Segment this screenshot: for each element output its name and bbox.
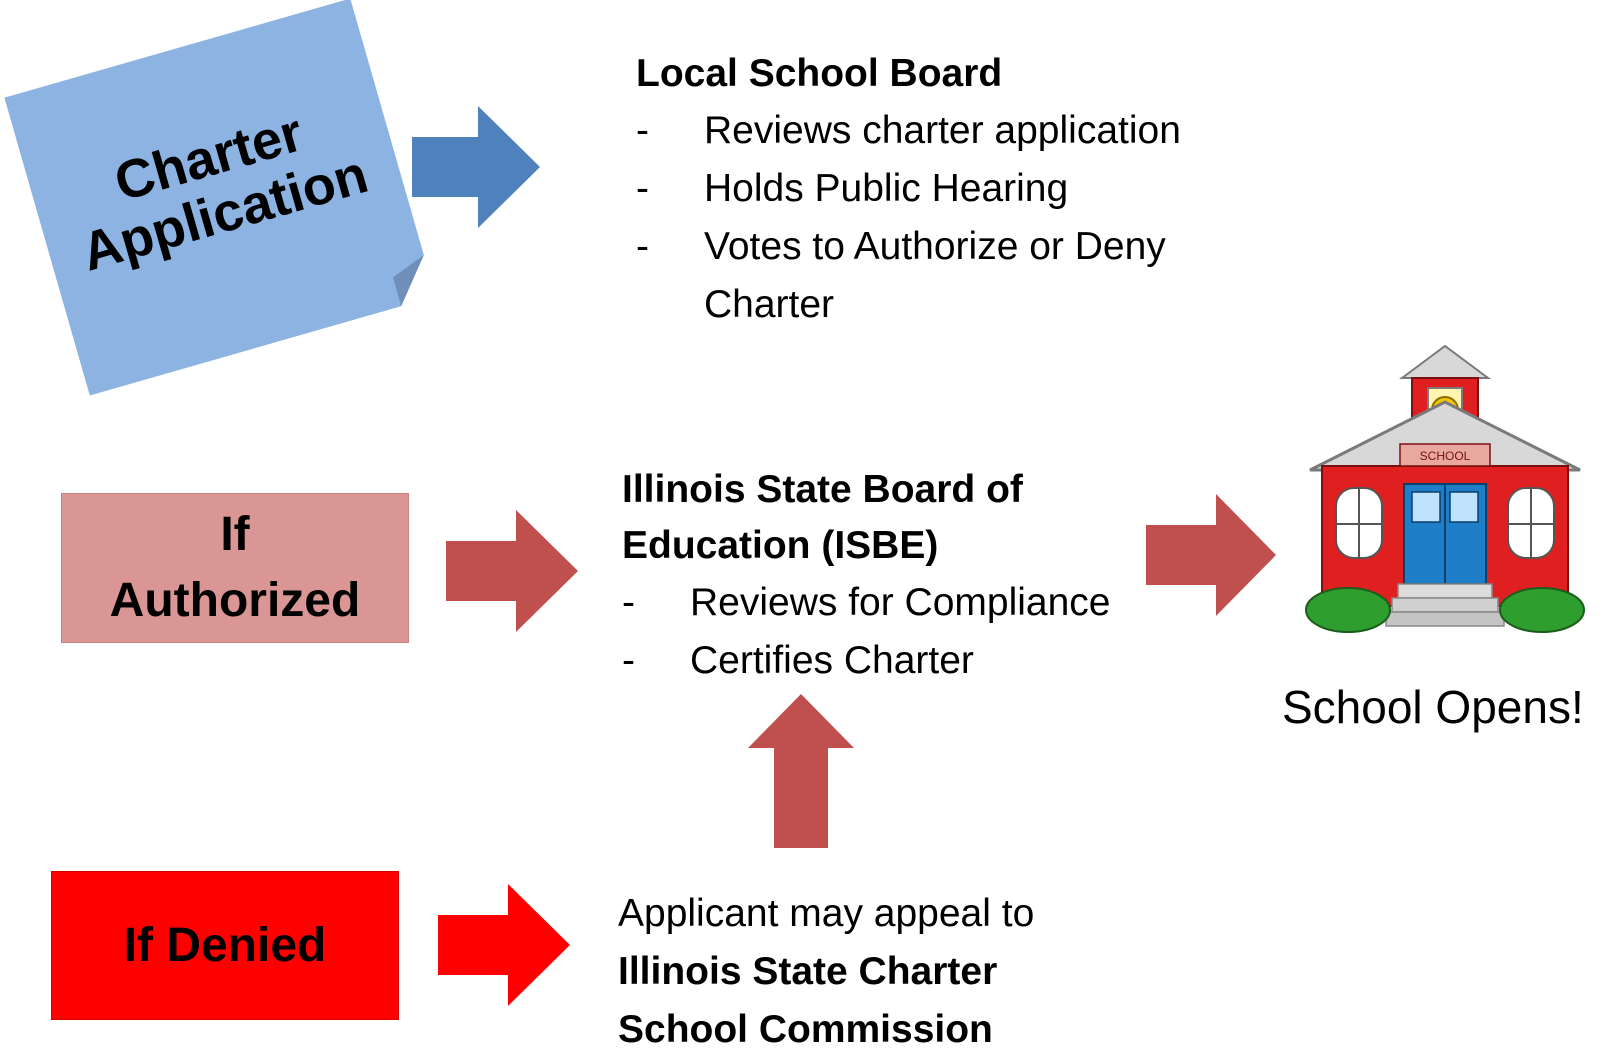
red-arrow-right-authorized <box>446 510 578 632</box>
if-denied-box: If Denied <box>51 871 399 1020</box>
local-board-heading: Local School Board <box>636 52 1003 95</box>
item-text: Reviews for Compliance <box>690 581 1111 624</box>
if-authorized-box: If Authorized <box>61 493 409 643</box>
appeal-line-2: Illinois State Charter <box>618 950 998 993</box>
local-board-item-continued: Charter <box>704 283 835 326</box>
dash-bullet: - <box>636 225 649 268</box>
schoolhouse-icon: SCHOOL <box>1305 344 1585 633</box>
item-text: Votes to Authorize or Deny <box>704 225 1166 268</box>
appeal-line-1: Applicant may appeal to <box>618 892 1035 935</box>
red-arrow-right-school <box>1146 494 1276 616</box>
item-text: Reviews charter application <box>704 109 1181 152</box>
local-board-item: - Reviews charter application <box>636 102 1181 160</box>
bright-red-arrow-right <box>438 884 570 1006</box>
local-board-item: - Holds Public Hearing <box>636 160 1181 218</box>
isbe-item: - Reviews for Compliance <box>622 574 1111 632</box>
authorized-line-2: Authorized <box>109 574 361 627</box>
school-opens-label: School Opens! <box>1282 681 1584 733</box>
item-text: Certifies Charter <box>690 639 974 682</box>
charter-application-note: Charter Application <box>4 0 436 396</box>
isbe-heading-2: Education (ISBE) <box>622 524 939 567</box>
appeal-line-3: School Commission <box>618 1008 993 1051</box>
isbe-block: Illinois State Board of Education (ISBE)… <box>622 462 1111 690</box>
item-text: Holds Public Hearing <box>704 167 1069 210</box>
denied-label: If Denied <box>123 919 327 972</box>
school-sign-text: SCHOOL <box>1420 449 1471 463</box>
dash-bullet: - <box>636 167 649 210</box>
local-board-item: - Votes to Authorize or Deny <box>636 218 1181 276</box>
authorized-line-1: If <box>220 508 250 561</box>
local-school-board-block: Local School Board - Reviews charter appl… <box>636 46 1181 334</box>
blue-arrow-right <box>412 106 540 228</box>
red-arrow-up <box>748 694 854 848</box>
dash-bullet: - <box>622 639 635 682</box>
isbe-heading-1: Illinois State Board of <box>622 468 1023 511</box>
dash-bullet: - <box>622 581 635 624</box>
appeal-block: Applicant may appeal to Illinois State C… <box>618 885 1034 1059</box>
dash-bullet: - <box>636 109 649 152</box>
isbe-item: - Certifies Charter <box>622 632 1111 690</box>
